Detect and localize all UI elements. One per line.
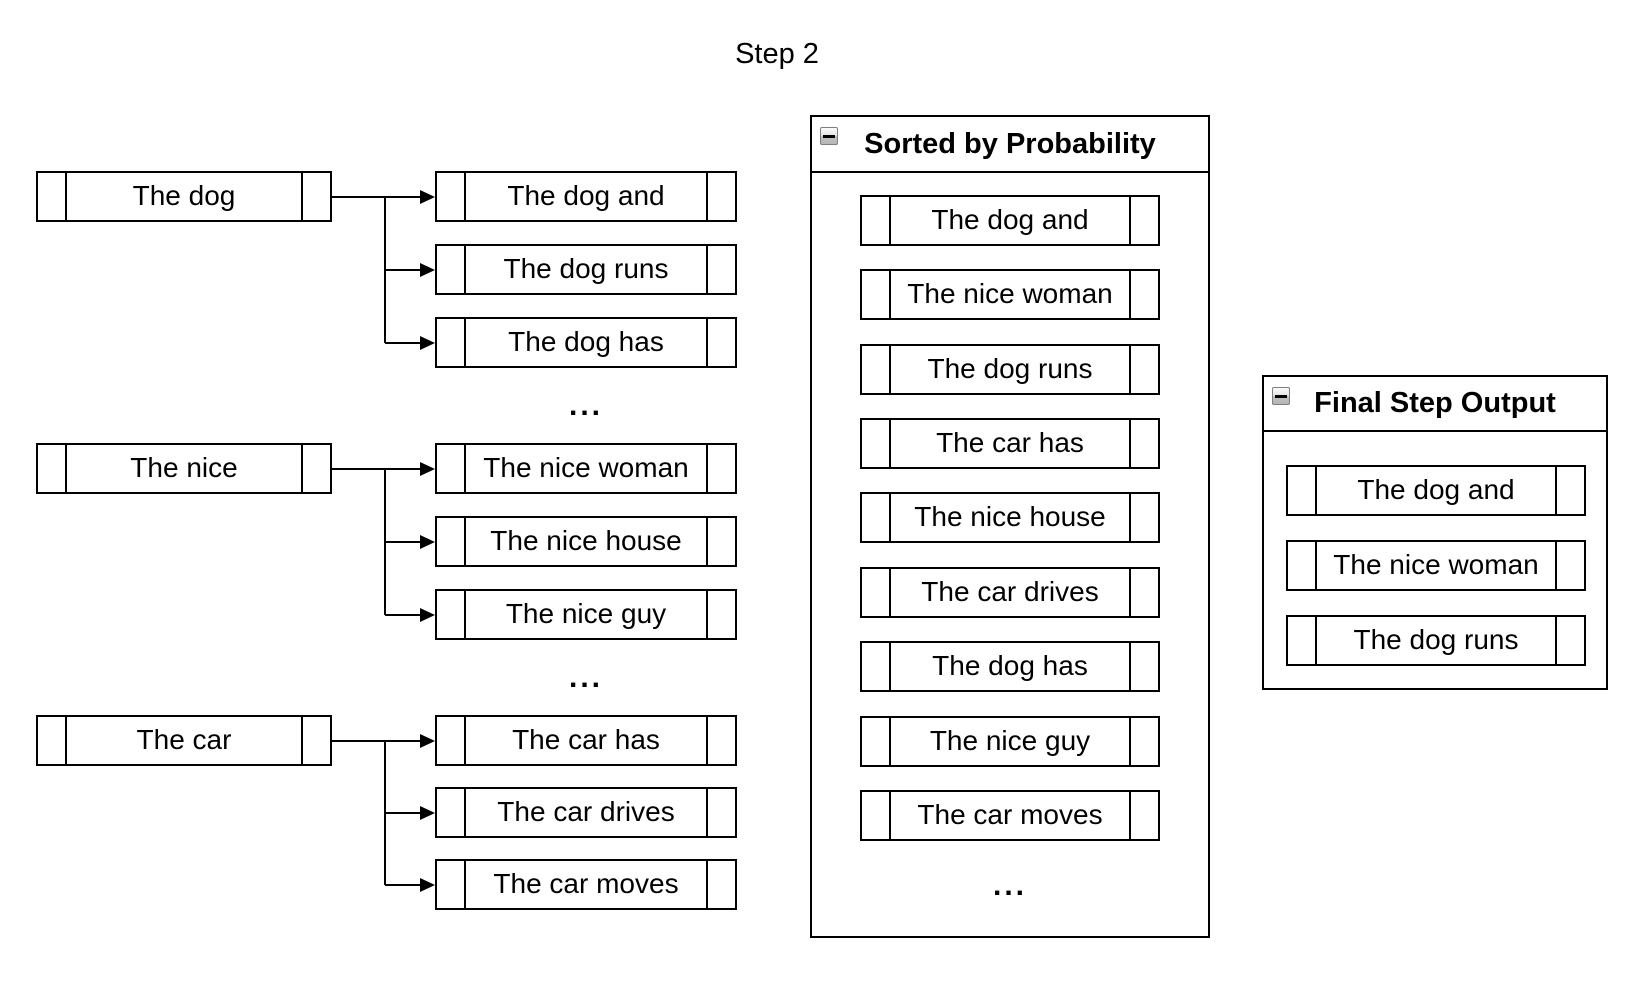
node-label: The dog and [1357,473,1515,505]
node-label: The dog has [508,325,664,357]
diagram-title: Step 2 [735,38,819,70]
node-label: The car drives [497,795,675,827]
node-label: The nice woman [907,277,1113,309]
arrowhead-icon [420,462,435,476]
sorted-list-item-box: The car moves [860,790,1160,841]
child-node-box: The nice woman [435,443,737,494]
minus-icon [1275,394,1287,398]
collapse-minus-icon[interactable] [820,127,838,145]
sorted-list-item-box: The nice house [860,492,1160,543]
child-node-box: The dog has [435,317,737,368]
child-node-box: The car has [435,715,737,766]
node-label: The car has [936,426,1084,458]
sorted-list-item-box: The dog has [860,641,1160,692]
node-label: The dog runs [1353,623,1519,655]
node-label: The nice guy [929,724,1091,756]
sorted-panel-header: Sorted by Probability [812,117,1208,173]
arrowhead-icon [420,734,435,748]
final-list-item-box: The dog runs [1286,615,1586,666]
connector-group-car [332,734,435,892]
child-node-box: The nice guy [435,589,737,640]
arrowhead-icon [420,878,435,892]
minus-icon [823,134,835,138]
node-label: The dog runs [503,252,669,284]
node-label: The dog has [932,649,1088,681]
ellipsis: ... [568,389,603,422]
sorted-panel-title: Sorted by Probability [864,127,1156,160]
sorted-list-item-box: The car has [860,418,1160,469]
ellipsis: ... [992,869,1027,902]
connector-group-nice [332,462,435,622]
arrowhead-icon [420,263,435,277]
final-panel-header: Final Step Output [1264,377,1606,432]
sorted-list-item-box: The car drives [860,567,1160,618]
final-list-item-box: The nice woman [1286,540,1586,591]
sorted-list-item-box: The nice guy [860,716,1160,767]
child-node-box: The car drives [435,787,737,838]
child-node-box: The dog runs [435,244,737,295]
node-label: The nice guy [505,597,667,629]
final-list-item-box: The dog and [1286,465,1586,516]
node-label: The dog and [507,179,665,211]
node-label: The nice house [490,524,682,556]
parent-node-box-nice: The nice [36,443,332,494]
parent-node-box-dog: The dog [36,171,332,222]
node-label: The car moves [493,867,679,899]
node-label: The nice woman [1333,548,1539,580]
child-node-box: The car moves [435,859,737,910]
collapse-minus-icon[interactable] [1272,387,1290,405]
arrowhead-icon [420,190,435,204]
sorted-list-item-box: The dog and [860,195,1160,246]
connector-group-dog [332,190,435,350]
sorted-list-item-box: The nice woman [860,269,1160,320]
node-label: The car has [512,723,660,755]
node-label: The dog and [931,203,1089,235]
arrowhead-icon [420,806,435,820]
parent-node-box-car: The car [36,715,332,766]
node-label: The nice house [914,500,1106,532]
node-label: The nice [130,451,238,483]
child-node-box: The nice house [435,516,737,567]
arrowhead-icon [420,535,435,549]
ellipsis: ... [568,661,603,694]
node-label: The car moves [917,798,1103,830]
node-label: The dog [132,179,236,211]
child-node-box: The dog and [435,171,737,222]
node-label: The car [136,723,232,755]
arrowhead-icon [420,336,435,350]
final-panel-title: Final Step Output [1314,387,1556,419]
sorted-list-item-box: The dog runs [860,344,1160,395]
arrowhead-icon [420,608,435,622]
node-label: The dog runs [927,352,1093,384]
node-label: The nice woman [483,451,689,483]
node-label: The car drives [921,575,1099,607]
